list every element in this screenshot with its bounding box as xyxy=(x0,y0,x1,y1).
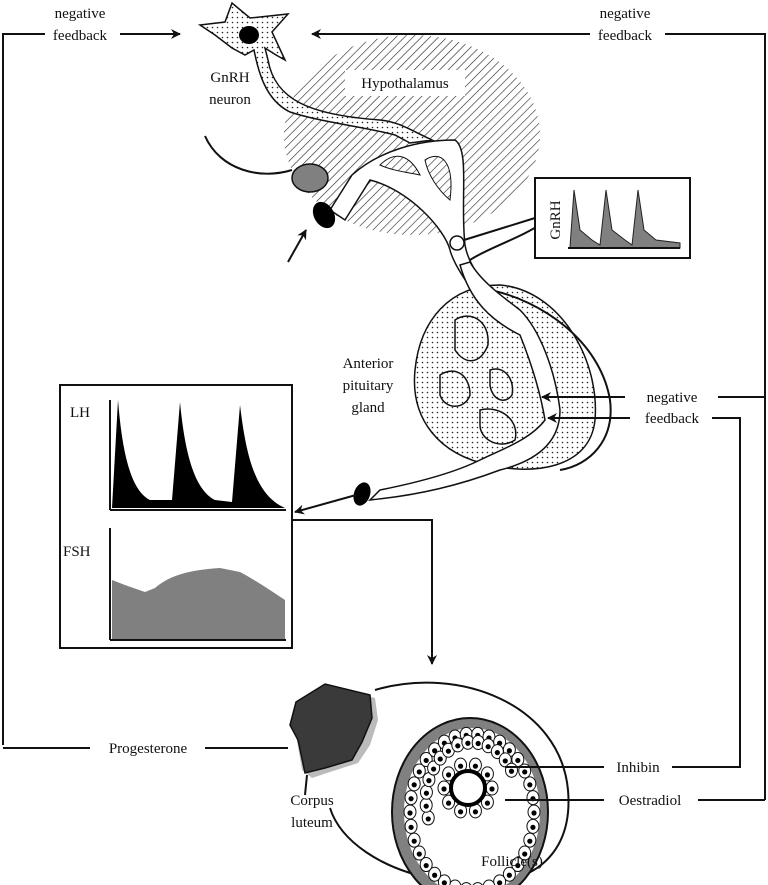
ovary-outline xyxy=(329,681,570,885)
pituitary-label: Anterior xyxy=(343,356,394,372)
gnrh-neuron-label: neuron xyxy=(209,92,251,108)
oocyte xyxy=(449,769,487,807)
cell-nucleus xyxy=(457,763,464,769)
cell-nucleus xyxy=(431,766,437,772)
follicles-label: Follicle(s) xyxy=(481,854,543,870)
sample-point xyxy=(449,235,465,251)
cell-nucleus xyxy=(465,740,471,746)
gnrh-pulse-graph: GnRH xyxy=(534,177,691,259)
gnrh-axis-label: GnRH xyxy=(548,200,564,239)
cell-nucleus xyxy=(497,880,503,885)
cell-nucleus xyxy=(484,772,491,778)
cell-nucleus xyxy=(432,872,438,878)
lh-fsh-graph: LH FSH xyxy=(59,384,293,649)
granulosa-cells xyxy=(403,726,541,885)
cell-nucleus xyxy=(530,824,536,830)
gnrh-neuron-label: GnRH xyxy=(210,70,249,86)
progesterone-label: Progesterone xyxy=(109,741,188,757)
cell-nucleus xyxy=(423,790,430,796)
cell-nucleus xyxy=(411,838,417,844)
cell-nucleus xyxy=(425,816,431,822)
cell-nucleus xyxy=(423,862,429,869)
cell-nucleus xyxy=(527,838,533,844)
label-negative: negative xyxy=(55,6,106,22)
cell-nucleus xyxy=(489,786,495,792)
follicle xyxy=(391,717,549,885)
negative-feedback-top-left: negative feedback xyxy=(2,6,181,745)
neuron-nucleus xyxy=(239,26,259,44)
corpus-luteum-label: Corpus xyxy=(290,793,334,809)
cell-nucleus xyxy=(502,758,508,764)
arrow-to-graphs xyxy=(294,494,357,515)
portal-capillaries xyxy=(367,261,561,501)
cell-nucleus xyxy=(437,756,443,762)
negative-feedback-pituitary: negative feedback xyxy=(541,390,765,768)
cell-nucleus xyxy=(472,763,479,769)
cell-nucleus xyxy=(515,862,521,869)
cell-nucleus xyxy=(485,744,491,750)
cell-nucleus xyxy=(472,809,479,815)
cell-nucleus xyxy=(484,800,491,806)
cell-nucleus xyxy=(457,809,464,815)
cell-nucleus xyxy=(508,768,515,774)
vessel-cut-end xyxy=(312,201,336,229)
cell-nucleus xyxy=(423,803,429,809)
cell-nucleus xyxy=(531,810,537,816)
cell-nucleus xyxy=(408,796,414,802)
hypothalamus-label: Hypothalamus xyxy=(361,76,449,92)
corpus-luteum xyxy=(289,683,378,778)
cell xyxy=(448,879,462,885)
fsh-label: FSH xyxy=(63,544,91,560)
pituitary-label: gland xyxy=(351,400,385,416)
cell-nucleus xyxy=(522,769,528,775)
vessel-outlet xyxy=(353,482,371,506)
cell-nucleus xyxy=(445,772,452,778)
cell-nucleus xyxy=(441,786,447,792)
cell-nucleus xyxy=(432,748,438,754)
label-feedback: feedback xyxy=(53,28,108,44)
arrow-to-ovary xyxy=(292,519,437,665)
cell-nucleus xyxy=(506,748,512,754)
cell-nucleus xyxy=(423,757,429,764)
cell-nucleus xyxy=(426,778,432,784)
cell-nucleus xyxy=(515,757,521,764)
cell-nucleus xyxy=(416,769,422,775)
cell-nucleus xyxy=(445,748,452,754)
cell-nucleus xyxy=(408,824,414,830)
cell-nucleus xyxy=(407,810,413,816)
cell-nucleus xyxy=(445,800,452,806)
lh-label: LH xyxy=(70,405,90,421)
optic-chiasm xyxy=(291,163,329,193)
inhibin-label: Inhibin xyxy=(616,760,660,776)
label-feedback: feedback xyxy=(645,411,700,427)
gnrh-neuron xyxy=(197,1,435,144)
cell xyxy=(437,874,451,885)
arrow-to-vessel xyxy=(287,229,307,263)
cell-nucleus xyxy=(416,851,422,857)
cell xyxy=(461,882,472,885)
fsh-level xyxy=(112,568,285,640)
lh-pulses xyxy=(112,400,285,508)
oestradiol-label: Oestradiol xyxy=(619,793,681,809)
pituitary-label: pituitary xyxy=(343,378,394,394)
cell-nucleus xyxy=(494,749,500,756)
label-negative: negative xyxy=(647,390,698,406)
cell-nucleus xyxy=(527,782,533,788)
cell-nucleus xyxy=(506,872,512,878)
cell xyxy=(482,879,496,885)
cell-nucleus xyxy=(522,851,528,857)
cell xyxy=(472,882,483,885)
cell-nucleus xyxy=(441,880,447,885)
label-negative: negative xyxy=(600,6,651,22)
cell-nucleus xyxy=(475,740,481,747)
corpus-luteum-label: luteum xyxy=(291,815,333,831)
negative-feedback-top-right: negative feedback xyxy=(311,6,766,800)
label-feedback: feedback xyxy=(598,28,653,44)
cell-nucleus xyxy=(455,743,461,749)
cell-nucleus xyxy=(411,782,417,788)
